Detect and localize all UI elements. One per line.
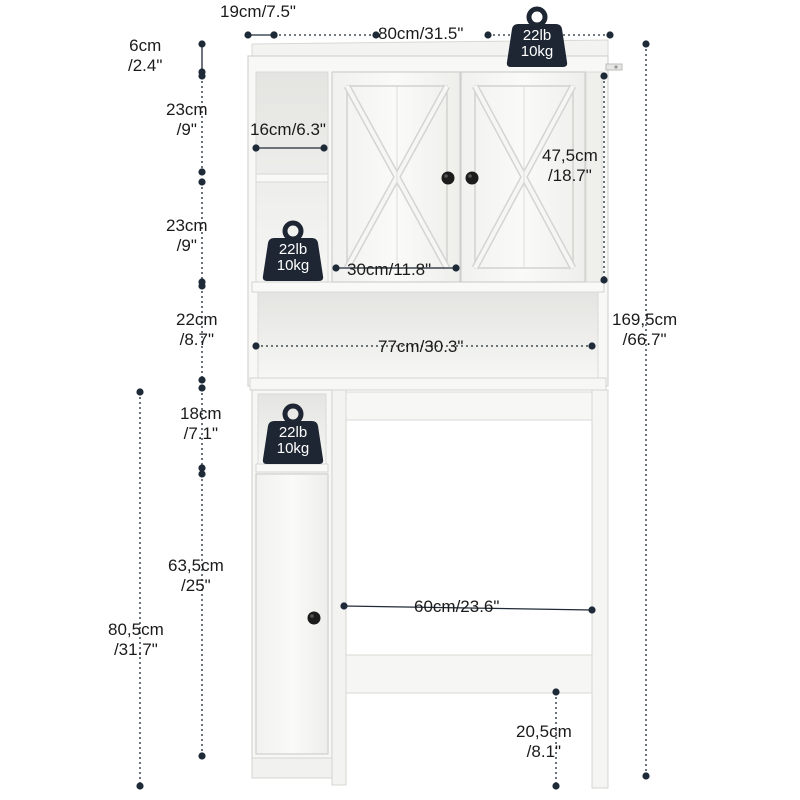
bottom-clearance-dim-endpoint — [552, 782, 560, 790]
total-height-label: 169,5cm/66.7" — [612, 310, 678, 349]
side-cabinet-dim-endpoint — [198, 752, 206, 760]
upper-cubby-1-label: 23cm/9" — [166, 100, 208, 139]
side-cabinet-dim-endpoint — [198, 470, 206, 478]
side-shelf-dim-endpoint — [198, 384, 206, 392]
cabinet-height-dim-endpoint — [600, 72, 608, 80]
floor-to-shelf-dim-endpoint — [136, 388, 144, 396]
cabinet-width-dim-endpoint — [332, 264, 340, 272]
weight-badges — [262, 6, 568, 464]
total-width-label: 80cm/31.5" — [378, 24, 464, 43]
toilet-gap-label: 60cm/23.6" — [414, 597, 500, 616]
open-shelf-dim-endpoint — [198, 376, 206, 384]
open-shelf-label: 22cm/8.7" — [176, 310, 218, 349]
toilet-gap-dim — [343, 605, 593, 611]
inner-width-dim-endpoint — [588, 342, 596, 350]
upper-cubby-1-dim-endpoint — [198, 72, 206, 80]
total-width-dim-right-endpoint — [606, 31, 614, 39]
cabinet-width-dim-endpoint — [452, 264, 460, 272]
upper-cubby-2-dim-endpoint — [198, 178, 206, 186]
total-width-dim-right-endpoint — [484, 31, 492, 39]
total-width-dim-endpoint — [270, 31, 278, 39]
floor-to-shelf-label: 80,5cm/31.7" — [108, 620, 164, 659]
upper-doors — [331, 71, 586, 283]
upper-cubby-2-label: 23cm/9" — [166, 216, 208, 255]
floor-to-shelf-dim-endpoint — [136, 782, 144, 790]
toilet-gap-dim-endpoint — [340, 602, 348, 610]
cubby-width-dim-endpoint — [320, 144, 328, 152]
cabinet-width-label: 30cm/11.8" — [347, 260, 432, 279]
side-shelf-dim-endpoint — [198, 464, 206, 472]
top-gap-dim-endpoint — [198, 40, 206, 48]
inner-width-label: 77cm/30.3" — [378, 337, 464, 356]
total-height-dim-endpoint — [642, 772, 650, 780]
cubby-width-label: 16cm/6.3" — [250, 120, 326, 139]
weight-icon — [506, 6, 568, 67]
dimension-lines — [136, 31, 650, 790]
side-cabinet-label: 63,5cm/25" — [168, 556, 224, 595]
cabinet-height-label: 47,5cm/18.7" — [542, 146, 598, 185]
toilet-gap-dim-endpoint — [588, 606, 596, 614]
upper-cubby-1-dim-endpoint — [198, 168, 206, 176]
cubby-width-dim-endpoint — [252, 144, 260, 152]
weight-icon — [262, 220, 324, 281]
bottom-clearance-dim-endpoint — [552, 688, 560, 696]
side-shelf-label: 18cm/7.1" — [180, 404, 222, 443]
bottom-clearance-label: 20,5cm/8.1" — [516, 722, 572, 761]
cabinet-height-dim-endpoint — [600, 276, 608, 284]
open-shelf-dim-endpoint — [198, 282, 206, 290]
inner-width-dim-endpoint — [252, 342, 260, 350]
depth-label: 19cm/7.5" — [220, 2, 296, 21]
total-height-dim-endpoint — [642, 40, 650, 48]
weight-icon — [262, 403, 324, 464]
depth-dim-endpoint — [244, 31, 252, 39]
total-width-dim-endpoint — [372, 31, 380, 39]
top-gap-label: 6cm/2.4" — [128, 36, 163, 75]
